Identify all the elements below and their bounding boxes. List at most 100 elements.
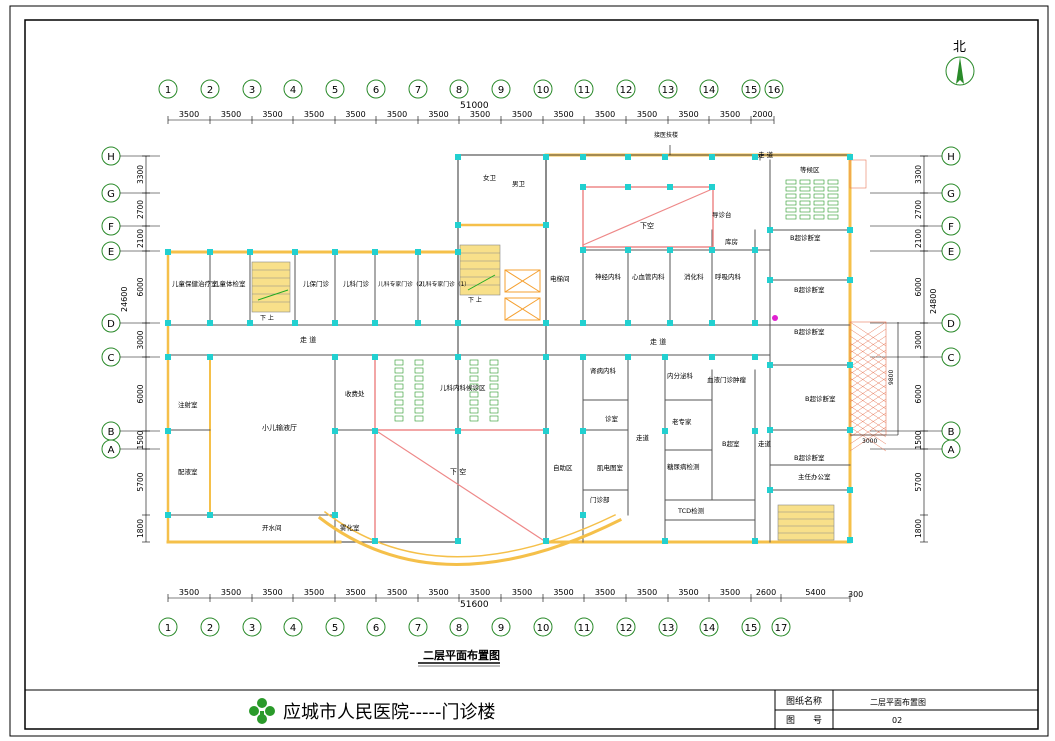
column	[847, 277, 853, 283]
dim-value: 3500	[179, 110, 199, 119]
stair-middle	[459, 244, 501, 296]
room-dispensing: 配液室	[178, 467, 198, 476]
room-bus-c: B超诊断室	[794, 327, 825, 336]
top-axis-text: 13	[662, 85, 675, 96]
room-b-ultra: B超室	[722, 439, 740, 448]
column	[752, 538, 758, 544]
column	[625, 184, 631, 190]
waiting-seats	[394, 179, 839, 422]
dim-value: 3500	[345, 110, 365, 119]
dim-value: 5400	[805, 588, 825, 597]
bottom-axis-text: 14	[703, 623, 716, 634]
bottom-axis-text: 3	[249, 623, 255, 634]
bottom-axis-text: 2	[207, 623, 213, 634]
left-axis-text: H	[107, 152, 115, 163]
dim-value: 3500	[221, 110, 241, 119]
dim-value: 3500	[304, 588, 324, 597]
column	[455, 354, 461, 360]
dim-value: 3500	[678, 588, 698, 597]
top-axis-text: 7	[415, 85, 421, 96]
building-walls	[166, 153, 852, 566]
bottom-axis-8: 8	[449, 617, 469, 637]
column	[752, 428, 758, 434]
column	[847, 537, 853, 543]
structural-columns	[165, 154, 853, 544]
bottom-axis-15: 15	[741, 617, 761, 637]
room-pediatrics: 儿科门诊	[343, 279, 370, 288]
left-total-dim: 24600	[120, 287, 129, 312]
column	[752, 247, 758, 253]
column	[543, 428, 549, 434]
dim-value: 2100	[136, 229, 145, 248]
drawing-title: 二层平面布置图	[423, 648, 500, 662]
column	[709, 320, 715, 326]
top-axis-text: 5	[332, 85, 338, 96]
top-axis-2: 2	[200, 79, 220, 99]
room-cardio: 心血管内科	[632, 272, 665, 281]
column	[332, 354, 338, 360]
column	[455, 222, 461, 228]
left-axis-B: B	[101, 421, 160, 441]
column	[455, 320, 461, 326]
dim-value: 2000	[752, 110, 772, 119]
top-axis-16: 16	[764, 79, 784, 99]
column	[332, 512, 338, 518]
right-axis-A: A	[870, 439, 961, 459]
dim-value: 2100	[914, 229, 923, 248]
bottom-axis-text: 1	[165, 623, 171, 634]
left-axis-text: F	[108, 222, 114, 233]
column	[292, 249, 298, 255]
dim-value: 3500	[262, 110, 282, 119]
hospital-logo	[249, 698, 275, 724]
left-axis-E: E	[101, 241, 160, 261]
top-total-dim: 51000	[460, 101, 489, 111]
room-child-care: 儿保门诊	[303, 279, 330, 288]
column	[580, 247, 586, 253]
column	[543, 320, 549, 326]
column	[847, 227, 853, 233]
top-axis-1: 1	[158, 79, 178, 99]
column	[580, 354, 586, 360]
room-ecg: 肌电图室	[597, 463, 624, 472]
top-axis-7: 7	[408, 79, 428, 99]
room-child-exam: 儿童体检室	[213, 279, 246, 288]
column	[292, 320, 298, 326]
right-axis-text: A	[948, 445, 955, 456]
column	[207, 354, 213, 360]
column	[625, 320, 631, 326]
column	[662, 538, 668, 544]
room-director: 主任办公室	[798, 472, 831, 481]
corridor-top: 走 道	[758, 150, 774, 159]
column	[543, 538, 549, 544]
column	[752, 154, 758, 160]
left-axis-H: H	[101, 146, 160, 166]
room-tcd: TCD检测	[677, 506, 705, 515]
dim-value: 6000	[136, 384, 145, 403]
column	[247, 249, 253, 255]
top-axis-text: 11	[578, 85, 591, 96]
inner-frame	[24, 19, 1039, 730]
top-axis-text: 6	[373, 85, 379, 96]
column	[207, 249, 213, 255]
column	[372, 320, 378, 326]
room-hematology: 血液门诊肿瘤	[707, 375, 747, 384]
top-axis-text: 16	[768, 85, 781, 96]
left-axis-A: A	[101, 439, 160, 459]
bottom-axis-10: 10	[533, 617, 553, 637]
left-axis-C: C	[101, 347, 160, 367]
column	[455, 428, 461, 434]
bottom-axis-14: 14	[699, 617, 719, 637]
ramp-top-label: 接医技楼	[654, 131, 678, 139]
dim-value: 3500	[553, 588, 573, 597]
dim-value: 1800	[914, 519, 923, 538]
dim-value: 3500	[387, 588, 407, 597]
column	[332, 320, 338, 326]
top-axis-text: 12	[620, 85, 633, 96]
room-guide-desk: 导诊台	[712, 210, 732, 219]
dim-value: 3500	[470, 588, 490, 597]
column	[709, 247, 715, 253]
